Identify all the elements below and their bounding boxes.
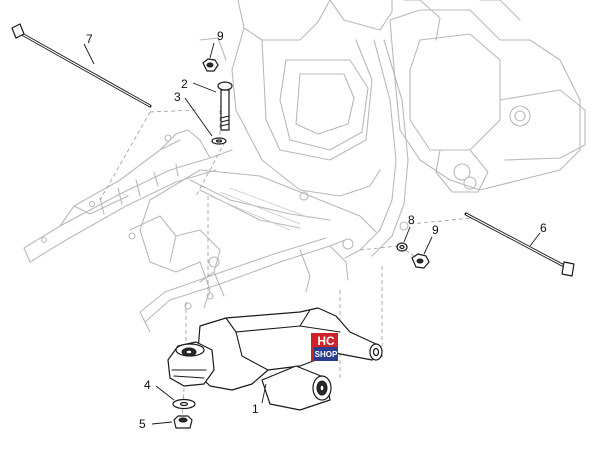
logo-shop-text: SHOP	[315, 350, 338, 359]
callout-9-lower: 9	[432, 223, 439, 237]
part-6-long-bolt	[464, 212, 575, 277]
callout-8: 8	[408, 213, 415, 227]
part-1-swingarm-link	[167, 307, 383, 411]
callout-5: 5	[139, 417, 146, 431]
part-5-nut	[173, 415, 193, 429]
callout-2: 2	[181, 77, 188, 91]
callout-6: 6	[540, 221, 547, 235]
leader-lines	[83, 42, 541, 425]
callout-4: 4	[144, 378, 151, 392]
frame-ghost-outline	[23, 0, 586, 333]
callout-1: 1	[252, 402, 259, 416]
part-9-nut-lower	[411, 253, 430, 269]
callout-7: 7	[86, 32, 93, 46]
logo-hc-text: HC	[317, 334, 335, 348]
callout-labels: 7 9 2 3 8 9 6 4 5 1	[86, 29, 547, 431]
callout-3: 3	[174, 90, 181, 104]
part-2-bolt	[217, 81, 233, 131]
part-9-nut-upper	[202, 58, 219, 72]
part-7-long-bolt	[11, 23, 152, 108]
part-8-washer	[396, 242, 408, 252]
part-4-washer	[172, 398, 196, 410]
part-3-washer	[211, 137, 227, 145]
callout-9-upper: 9	[217, 29, 224, 43]
hc-shop-logo: HC SHOP	[311, 333, 338, 361]
